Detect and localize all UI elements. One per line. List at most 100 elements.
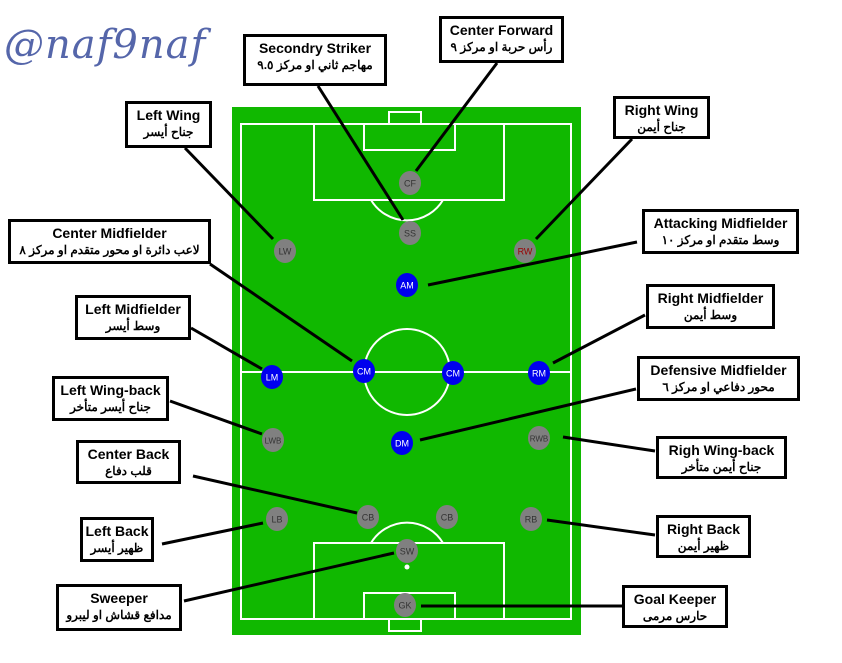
position-name-ar: محور دفاعي او مركز ٦ <box>662 380 775 394</box>
callout-lines <box>161 62 656 608</box>
player-code: GK <box>398 601 411 611</box>
player-code: LW <box>279 247 292 257</box>
position-name-en: Center Back <box>87 446 170 462</box>
callout-line-right-wing <box>534 137 634 241</box>
player-code: RW <box>518 247 533 257</box>
position-name-en: Secondry Striker <box>258 40 372 56</box>
player-marker <box>261 365 283 389</box>
label-box-righ-wing-back: Righ Wing-back جناح أيمن متأخر <box>656 436 787 479</box>
player-marker <box>436 505 458 529</box>
position-name-en: Left Wing-back <box>60 382 161 398</box>
player-token-cb: CB <box>357 505 379 529</box>
watermark-logo: @naf9naf <box>4 22 207 68</box>
player-code: SS <box>404 229 416 239</box>
label-box-left-wing-back: Left Wing-back جناح أيسر متأخر <box>52 376 169 421</box>
player-marker <box>266 507 288 531</box>
player-token-rm: RM <box>528 361 550 385</box>
player-marker <box>528 426 550 450</box>
position-name-ar: وسط أيسر <box>105 319 161 333</box>
position-name-en: Goal Keeper <box>633 591 717 607</box>
callout-line-left-wing <box>183 146 275 241</box>
player-marker <box>274 239 296 263</box>
position-name-en: Righ Wing-back <box>668 442 775 458</box>
position-name-ar: جناح أيمن متأخر <box>681 460 762 474</box>
player-marker <box>514 239 536 263</box>
callout-line-center-forward <box>414 62 499 172</box>
player-code: LWB <box>265 437 282 446</box>
player-token-gk: GK <box>394 593 416 617</box>
position-name-ar: لاعب دائرة او محور متقدم او مركز ٨ <box>19 243 200 257</box>
position-name-en: Attacking Midfielder <box>653 215 788 231</box>
player-code: RWB <box>530 435 549 444</box>
player-code: RM <box>532 369 546 379</box>
player-code: SW <box>400 547 415 557</box>
callout-line-left-midfielder <box>190 326 263 371</box>
callout-line-defensive-midfielder <box>419 387 637 442</box>
player-code: LB <box>271 515 282 525</box>
label-box-center-back: Center Back قلب دفاع <box>76 440 181 484</box>
position-name-ar: جناح أيمن <box>637 120 686 134</box>
player-token-ss: SS <box>399 221 421 245</box>
callout-line-attacking-midfielder <box>427 240 638 287</box>
player-code: CB <box>362 513 375 523</box>
position-name-ar: جناح أيسر <box>143 125 194 139</box>
callout-line-sweeper <box>183 551 395 603</box>
position-name-en: Right Midfielder <box>657 290 764 306</box>
position-name-en: Left Back <box>85 523 149 539</box>
position-name-ar: مهاجم ثاني او مركز ٩.٥ <box>257 58 373 72</box>
player-marker <box>528 361 550 385</box>
callout-line-secondry-striker <box>316 85 405 221</box>
player-token-cb-2: CB <box>436 505 458 529</box>
label-box-center-midfielder: Center Midfielder لاعب دائرة او محور متقد… <box>8 219 211 264</box>
player-code: CF <box>404 179 416 189</box>
label-box-secondry-striker: Secondry Striker مهاجم ثاني او مركز ٩.٥ <box>243 34 387 86</box>
position-name-en: Right Back <box>666 521 741 537</box>
player-token-sw: SW <box>396 539 418 563</box>
player-token-cf: CF <box>399 171 421 195</box>
position-name-en: Left Midfielder <box>85 301 181 317</box>
position-name-en: Center Midfielder <box>52 225 167 241</box>
player-code: DM <box>395 439 409 449</box>
callout-line-left-back <box>161 521 264 546</box>
position-name-en: Defensive Midfielder <box>650 362 787 378</box>
position-name-ar: قلب دفاع <box>105 464 152 478</box>
player-token-cm-2: CM <box>442 361 464 385</box>
position-name-en: Right Wing <box>624 102 699 118</box>
player-token-cm: CM <box>353 359 375 383</box>
player-marker <box>394 593 416 617</box>
player-marker <box>357 505 379 529</box>
label-box-defensive-midfielder: Defensive Midfielder محور دفاعي او مركز ٦ <box>637 356 800 401</box>
player-code: CB <box>441 513 454 523</box>
player-code: CM <box>357 367 371 377</box>
position-name-ar: ظهير أيمن <box>677 539 730 553</box>
player-token-lm: LM <box>261 365 283 389</box>
player-marker <box>391 431 413 455</box>
player-marker <box>520 507 542 531</box>
player-marker <box>442 361 464 385</box>
player-marker <box>399 221 421 245</box>
position-name-ar: وسط متقدم او مركز ١٠ <box>661 233 780 247</box>
player-marker <box>396 273 418 297</box>
position-name-ar: رأس حربة او مركز ٩ <box>450 40 553 54</box>
pitch-markings <box>240 111 572 632</box>
callout-line-right-midfielder <box>552 313 646 365</box>
penalty-spot <box>404 564 410 570</box>
player-token-lw: LW <box>274 239 296 263</box>
player-marker <box>399 171 421 195</box>
position-name-en: Left Wing <box>136 107 201 123</box>
player-code: CM <box>446 369 460 379</box>
position-name-ar: جناح أيسر متأخر <box>70 400 151 414</box>
position-name-ar: مدافع قشاش او ليبرو <box>66 608 172 622</box>
player-token-am: AM <box>396 273 418 297</box>
player-marker <box>396 539 418 563</box>
player-token-rb: RB <box>520 507 542 531</box>
callout-line-righ-wing-back <box>562 435 656 453</box>
label-box-left-wing: Left Wing جناح أيسر <box>125 101 212 148</box>
player-token-dm: DM <box>391 431 413 455</box>
